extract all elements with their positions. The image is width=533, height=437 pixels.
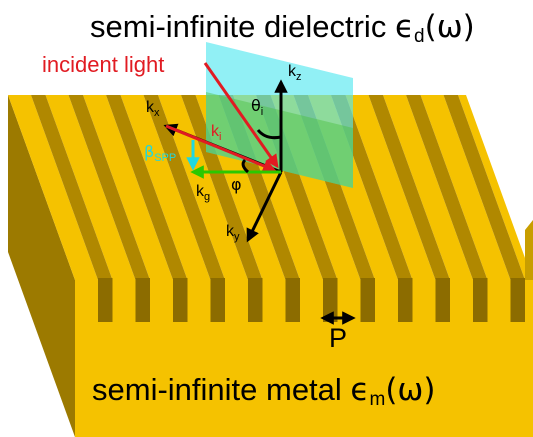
kg-k: k — [196, 183, 205, 200]
kz-label: kz — [288, 63, 302, 83]
ridge-top — [45, 95, 136, 280]
groove-front-openings — [98, 278, 525, 322]
period-label: P — [329, 323, 347, 353]
kg-sub: g — [204, 191, 210, 203]
period-marker: P — [320, 311, 356, 353]
ki-k: k — [211, 123, 220, 140]
ridge-top — [83, 95, 173, 280]
groove-front — [360, 278, 375, 322]
dielectric-arg: (ω) — [425, 9, 475, 45]
groove-floor — [31, 95, 113, 280]
kx-label: kx — [146, 99, 160, 119]
ki-label: ki — [211, 123, 221, 143]
groove-front — [473, 278, 488, 322]
groove-front — [285, 278, 300, 322]
groove-floor — [443, 95, 525, 280]
ky-k: k — [226, 223, 235, 240]
metal-arg: (ω) — [385, 372, 435, 408]
ridge-top — [158, 95, 248, 280]
kz-sub: z — [296, 71, 302, 83]
metal-title-text: semi-infinite metal — [92, 372, 350, 407]
incident-light-arrow — [203, 62, 279, 169]
ridge-top — [120, 95, 211, 280]
ky-arrow — [246, 171, 283, 243]
ki-sub: i — [219, 131, 221, 143]
kx-k: k — [146, 99, 155, 116]
beta-sym: β — [144, 142, 154, 161]
groove-floor — [406, 95, 488, 280]
theta-sub: i — [261, 106, 263, 118]
theta-angle-arc — [256, 129, 282, 140]
groove-front — [435, 278, 450, 322]
metal-left-side-face — [8, 95, 75, 437]
groove-front — [510, 278, 525, 322]
theta-label: θi — [251, 96, 263, 118]
ridge-top — [458, 95, 533, 280]
beta-sub: SPP — [154, 152, 176, 164]
ky-sub: y — [234, 231, 240, 243]
ridge-top — [8, 95, 98, 280]
metal-right-side-face — [525, 220, 533, 280]
ridge-top — [345, 95, 436, 280]
incident-light-label: incident light — [42, 52, 164, 77]
kg-label: kg — [196, 183, 210, 203]
groove-front — [323, 278, 338, 322]
metal-epsilon: ϵ — [350, 372, 369, 408]
beta-spp-label: βSPP — [144, 142, 176, 164]
dielectric-epsilon-sub: d — [414, 26, 425, 47]
metal-front-face — [75, 280, 533, 437]
kx-sub: x — [154, 107, 160, 119]
metal-epsilon-sub: m — [370, 389, 386, 410]
ki-projection-arrow — [165, 124, 277, 173]
ridge-top — [383, 95, 473, 280]
groove-front — [98, 278, 113, 322]
dielectric-epsilon: ϵ — [395, 9, 414, 45]
dielectric-title: semi-infinite dielectric ϵd(ω) — [90, 9, 475, 47]
ky-label: ky — [226, 223, 240, 243]
groove-front — [135, 278, 150, 322]
ridge-top — [420, 95, 511, 280]
dielectric-title-text: semi-infinite dielectric — [90, 9, 395, 44]
groove-front — [248, 278, 263, 322]
phi-angle-arc — [241, 158, 250, 174]
groove-front — [398, 278, 413, 322]
groove-floor — [143, 95, 225, 280]
groove-front — [210, 278, 225, 322]
groove-floor — [106, 95, 188, 280]
groove-front — [173, 278, 188, 322]
groove-floor — [68, 95, 150, 280]
phi-label: φ — [231, 175, 242, 194]
kz-k: k — [288, 63, 297, 80]
theta-sym: θ — [251, 96, 261, 115]
groove-floor — [368, 95, 450, 280]
metal-title: semi-infinite metal ϵm(ω) — [92, 372, 435, 410]
